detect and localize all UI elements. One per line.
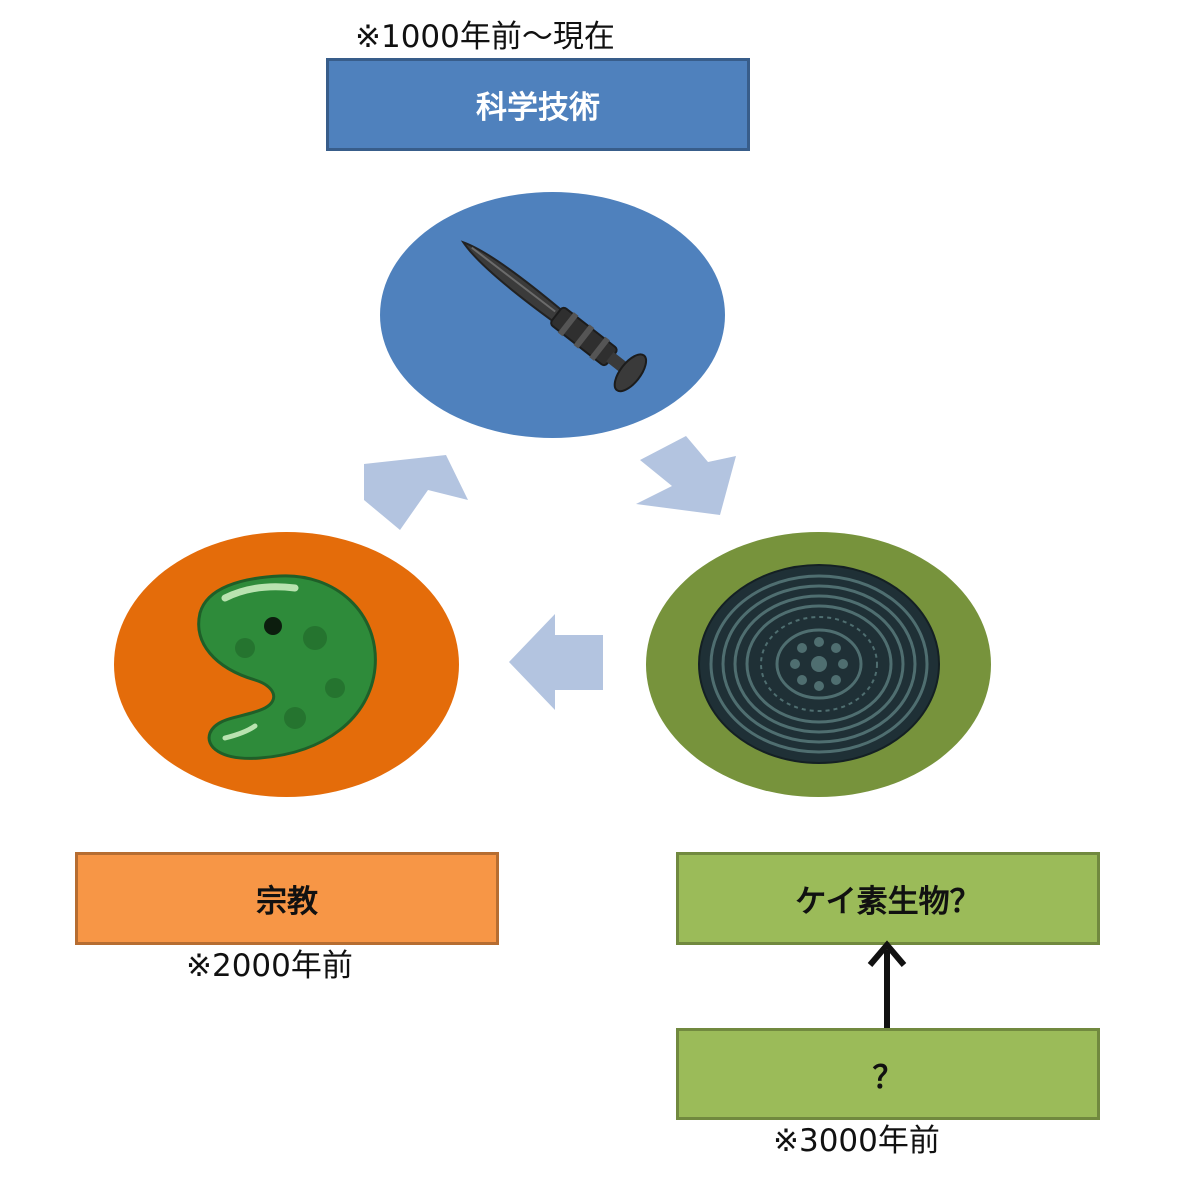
religion-label: 宗教 <box>256 884 318 920</box>
up-arrow <box>867 940 907 1028</box>
arrow-right-to-left <box>509 614 603 710</box>
science-technology-box: 科学技術 <box>326 58 750 151</box>
silicon-life-box: ケイ素生物？ <box>676 852 1100 945</box>
unknown-era-note: ※3000年前 <box>773 1123 940 1159</box>
religion-box: 宗教 <box>75 852 499 945</box>
magatama-icon <box>197 574 377 760</box>
arrow-left-to-top <box>364 455 468 530</box>
unknown-label: ？ <box>872 1059 904 1096</box>
religion-era-note: ※2000年前 <box>186 948 353 984</box>
top-era-note: ※1000年前～現在 <box>355 19 615 55</box>
bronze-dagger-icon <box>460 240 648 393</box>
silicon-life-label: ケイ素生物？ <box>795 884 981 920</box>
bronze-mirror-icon <box>698 564 940 764</box>
arrow-top-to-right <box>636 436 736 515</box>
science-technology-label: 科学技術 <box>476 90 600 126</box>
unknown-box: ？ <box>676 1028 1100 1120</box>
